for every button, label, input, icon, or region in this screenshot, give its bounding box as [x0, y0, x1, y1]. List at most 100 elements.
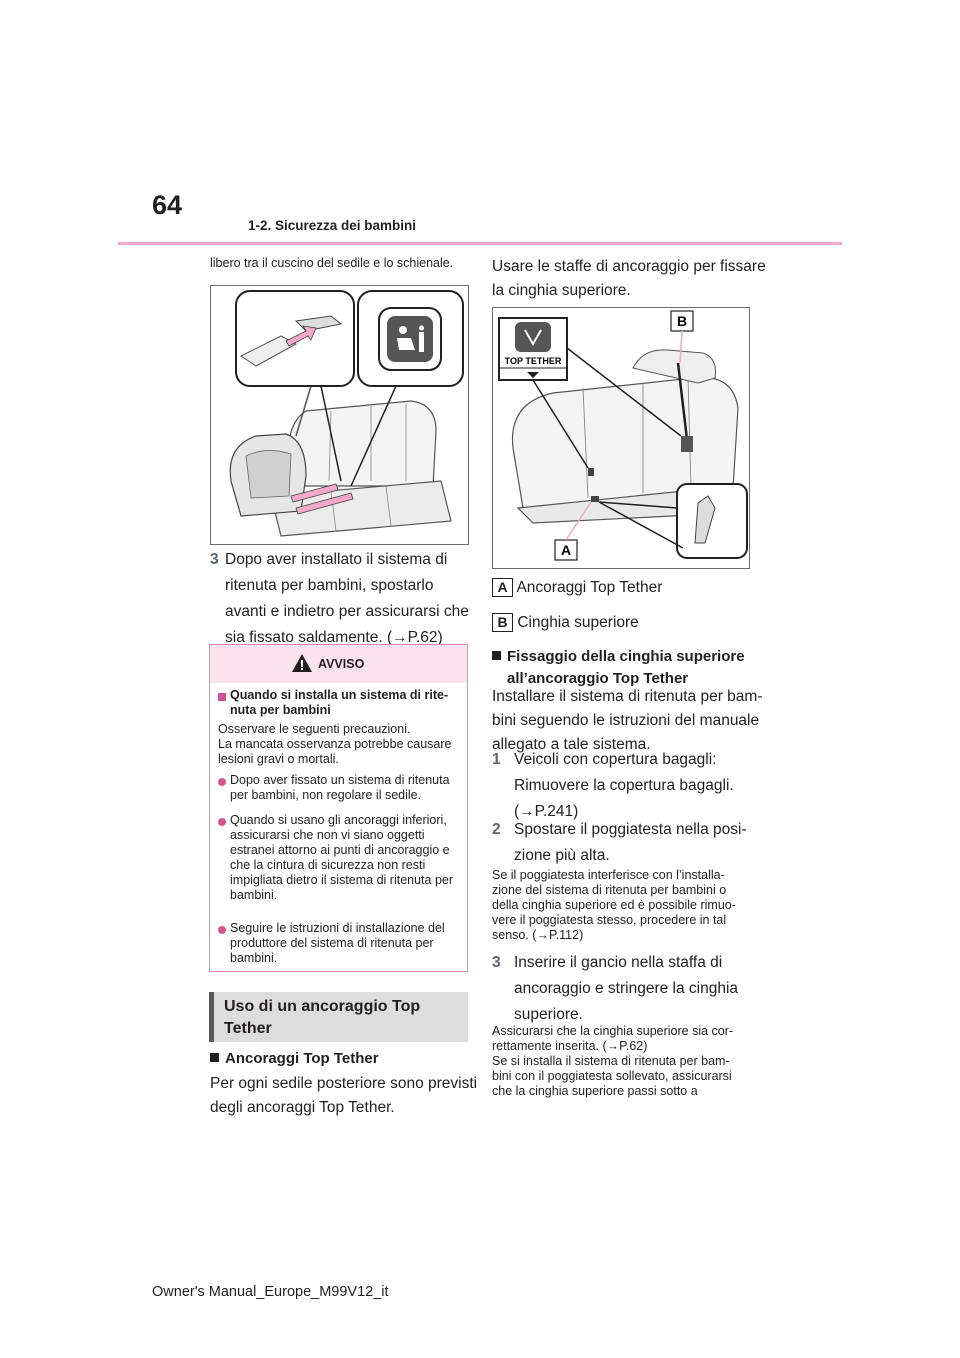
page-number: 64 — [152, 190, 183, 220]
legend-b: B Cinghia superiore — [492, 611, 639, 635]
note-line: rettamente inserita. (→P.62) — [492, 1039, 648, 1053]
warning-item-line: per bambini, non regolare il sedile. — [230, 788, 422, 802]
subheading-fixing: Fissaggio della cinghia superiore all’an… — [492, 646, 745, 690]
paragraph-line: allegato a tale sistema. — [492, 736, 651, 753]
warning-item-line: assicurarsi che non vi siano oggetti — [230, 828, 425, 842]
note-line: bini con il poggiatesta sollevato, assic… — [492, 1069, 732, 1083]
paragraph-line: degli ancoraggi Top Tether. — [210, 1099, 395, 1116]
warning-item-line: produttore del sistema di ritenuta per — [230, 936, 434, 950]
subheading-marker — [492, 651, 501, 660]
warning-bullet — [218, 926, 226, 934]
step-line: zione più alta. — [514, 847, 610, 864]
note-line: senso. (→P.112) — [492, 928, 584, 942]
step-line: Inserire il gancio nella staffa di — [514, 954, 723, 971]
header-rule — [118, 242, 842, 245]
footer-text: Owner's Manual_Europe_M99V12_it — [152, 1284, 389, 1300]
legend-a: A Ancoraggi Top Tether — [492, 576, 662, 600]
warning-item-line: estranei attorno ai punti di ancoraggio … — [230, 843, 450, 857]
warning-lead-line: La mancata osservanza potrebbe causare — [218, 737, 452, 751]
section-heading-line: Uso di un ancoraggio Top — [224, 998, 421, 1015]
right-intro: Usare le staffe di ancoraggio per fissar… — [492, 255, 766, 303]
warning-item-line: impigliata dietro il sistema di ritenuta… — [230, 873, 454, 887]
warning-heading-line: Quando si installa un sistema di rite- — [230, 688, 449, 702]
step-2-note: Se il poggiatesta interferisce con l’ins… — [492, 868, 736, 943]
section-heading-text: Uso di un ancoraggio Top Tether — [224, 996, 420, 1040]
section-heading-line: Tether — [224, 1020, 272, 1037]
warning-bullet — [218, 818, 226, 826]
step-line: ritenuta per bambini, spostarlo — [225, 577, 434, 594]
paragraph-line: la cinghia superiore. — [492, 282, 631, 299]
anchors-text: Per ogni sedile posteriore sono previsti… — [210, 1072, 477, 1120]
step-number: 3 — [492, 954, 501, 971]
note-line: zione del sistema di ritenuta per bambin… — [492, 883, 727, 897]
subheading-text: Fissaggio della cinghia superiore — [507, 648, 745, 665]
step-line: avanti e indietro per assicurarsi che — [225, 603, 469, 620]
warning-box: AVVISO Quando si installa un sistema di … — [209, 644, 468, 972]
warning-item-2: Quando si usano gli ancoraggi inferiori,… — [230, 813, 453, 903]
warning-item-line: Seguire le istruzioni di installazione d… — [230, 921, 445, 935]
figure-label-b: B — [677, 313, 687, 329]
warning-lead-line: Osservare le seguenti precauzioni. — [218, 722, 411, 736]
note-line: Assicurarsi che la cinghia superiore sia… — [492, 1024, 734, 1038]
step-number: 2 — [492, 821, 501, 838]
warning-title: AVVISO — [318, 657, 365, 671]
note-line: che la cinghia superiore passi sotto a — [492, 1084, 698, 1098]
figure-label-a: A — [561, 542, 571, 558]
subheading-text: Ancoraggi Top Tether — [225, 1050, 379, 1067]
intro-text: libero tra il cuscino del sedile e lo sc… — [210, 256, 454, 270]
warning-lead: Osservare le seguenti precauzioni. La ma… — [218, 722, 451, 767]
step-line: Spostare il poggiatesta nella posi- — [514, 821, 747, 838]
warning-heading: Quando si installa un sistema di rite- n… — [230, 688, 448, 718]
fixing-text: Installare il sistema di ritenuta per ba… — [492, 685, 763, 757]
step-line: Dopo aver installato il sistema di — [225, 551, 448, 568]
figure-isofix — [210, 285, 469, 545]
step-line: ancoraggio e stringere la cinghia — [514, 980, 739, 997]
legend-b-text: Cinghia superiore — [517, 614, 639, 631]
note-line: Se si installa il sistema di ritenuta pe… — [492, 1054, 730, 1068]
subheading-marker — [210, 1053, 219, 1062]
legend-b-badge: B — [492, 613, 513, 633]
step-1: 1 Veicoli con copertura bagagli: Rimuove… — [492, 748, 734, 824]
warning-item-line: Dopo aver fissato un sistema di ritenuta — [230, 773, 450, 787]
step-line: Rimuovere la copertura bagagli. — [514, 777, 734, 794]
note-line: della cinghia superiore ed è possibile r… — [492, 898, 736, 912]
step-3-left: 3 Dopo aver installato il sistema di rit… — [210, 548, 470, 650]
paragraph-line: Usare le staffe di ancoraggio per fissar… — [492, 258, 766, 275]
paragraph-line: bini seguendo le istruzioni del manuale — [492, 712, 760, 729]
note-line: Se il poggiatesta interferisce con l’ins… — [492, 868, 725, 882]
step-line: superiore. — [514, 1006, 583, 1023]
warning-item-line: Quando si usano gli ancoraggi inferiori, — [230, 813, 447, 827]
step-line: sia fissato saldamente. (→P.62) — [225, 629, 443, 646]
paragraph-line: Per ogni sedile posteriore sono previsti — [210, 1075, 478, 1092]
section-title: 1-2. Sicurezza dei bambini — [248, 218, 417, 233]
subheading-text: all’ancoraggio Top Tether — [507, 670, 689, 687]
step-2: 2 Spostare il poggiatesta nella posi- zi… — [492, 818, 747, 868]
step-3-right: 3 Inserire il gancio nella staffa di anc… — [492, 951, 738, 1027]
figure-top-tether: TOP TETHER B A — [492, 307, 750, 569]
icon-text: TOP TETHER — [505, 356, 562, 366]
warning-lead-line: lesioni gravi o mortali. — [218, 752, 339, 766]
step-line: (→P.241) — [514, 803, 579, 820]
warning-bullet — [218, 778, 226, 786]
step-number: 1 — [492, 751, 501, 768]
step-line: Veicoli con copertura bagagli: — [514, 751, 717, 768]
subheading-anchors: Ancoraggi Top Tether — [210, 1050, 379, 1067]
note-line: vere il poggiatesta stesso, procedere in… — [492, 913, 727, 927]
warning-item-3: Seguire le istruzioni di installazione d… — [230, 921, 445, 966]
warning-item-1: Dopo aver fissato un sistema di ritenuta… — [230, 773, 450, 803]
warning-icon — [292, 654, 312, 672]
figure-top-tether-drawing: TOP TETHER B A — [498, 310, 748, 561]
section-heading-bar — [209, 992, 214, 1042]
paragraph-line: Installare il sistema di ritenuta per ba… — [492, 688, 763, 705]
warning-item-line: bambini. — [230, 888, 278, 902]
step-number: 3 — [210, 551, 219, 568]
legend-a-text: Ancoraggi Top Tether — [516, 579, 663, 596]
figure-isofix-drawing — [229, 290, 464, 537]
warning-item-line: che la cintura di sicurezza non resti — [230, 858, 426, 872]
warning-heading-line: nuta per bambini — [230, 703, 331, 717]
step-3-note: Assicurarsi che la cinghia superiore sia… — [492, 1024, 733, 1099]
warning-header: AVVISO — [210, 645, 467, 683]
warning-bullet-square — [218, 693, 226, 701]
section-heading: Uso di un ancoraggio Top Tether — [209, 992, 468, 1042]
warning-item-line: bambini. — [230, 951, 278, 965]
